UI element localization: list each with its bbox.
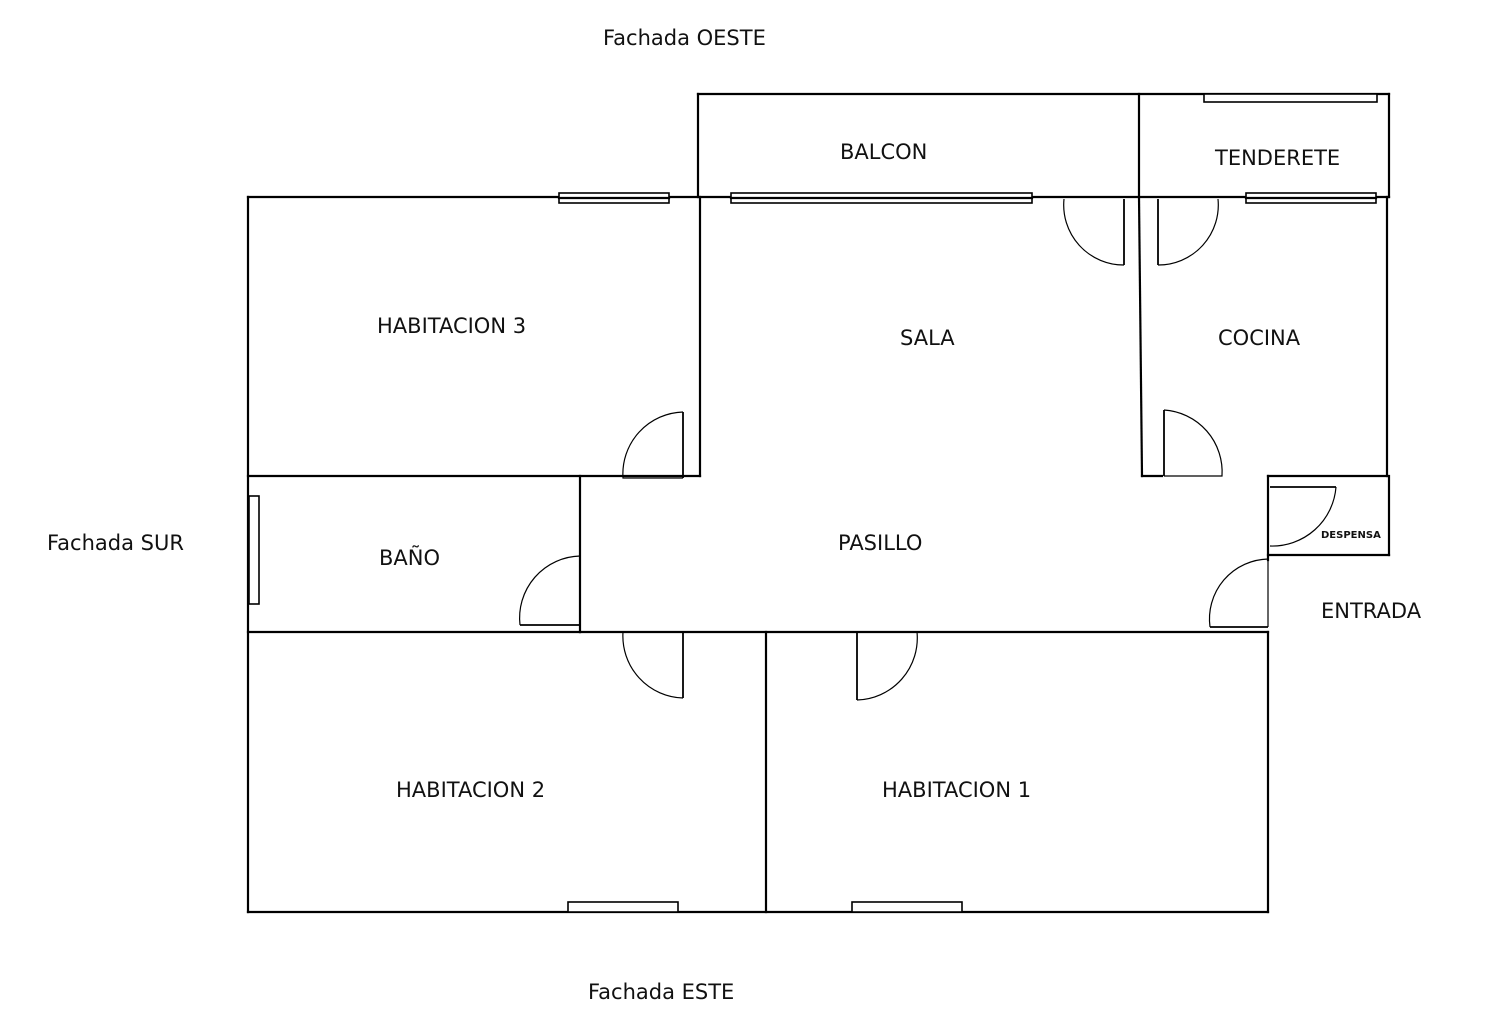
window-hab1	[851, 901, 963, 913]
door-hab2[interactable]	[622, 631, 684, 699]
door-tenderete[interactable]	[1157, 198, 1219, 266]
door-balcony[interactable]	[1063, 198, 1125, 266]
room-label-pasillo: PASILLO	[838, 531, 922, 555]
doors	[519, 198, 1337, 701]
door-entrance[interactable]	[1208, 558, 1269, 628]
window-bano	[248, 495, 260, 605]
wall-sala-cocina-divider	[1137, 195, 1144, 478]
window-tenderete-top	[1203, 93, 1378, 103]
room-label-bano: BAÑO	[379, 544, 440, 570]
facade-west-label: Fachada OESTE	[603, 26, 766, 50]
door-hab3[interactable]	[622, 411, 684, 479]
room-label-habitacion2: HABITACION 2	[396, 778, 545, 802]
room-label-habitacion1: HABITACION 1	[882, 778, 1031, 802]
room-label-balcon: BALCON	[840, 140, 927, 164]
room-label-cocina: COCINA	[1218, 326, 1301, 350]
room-label-sala: SALA	[900, 326, 955, 350]
room-label-despensa: DESPENSA	[1321, 530, 1381, 541]
windows	[248, 93, 1378, 913]
entrance-label: ENTRADA	[1321, 599, 1422, 623]
door-despensa[interactable]	[1269, 486, 1337, 547]
door-bano[interactable]	[519, 555, 581, 626]
facade-east-label: Fachada ESTE	[588, 980, 734, 1004]
room-label-tenderete: TENDERETE	[1214, 146, 1340, 170]
door-cocina[interactable]	[1163, 409, 1223, 477]
window-hab2	[567, 901, 679, 913]
room-label-habitacion3: HABITACION 3	[377, 314, 526, 338]
door-hab1[interactable]	[856, 631, 918, 701]
facade-south-label: Fachada SUR	[47, 531, 184, 555]
labels: Fachada OESTE Fachada SUR Fachada ESTE B…	[47, 26, 1422, 1004]
